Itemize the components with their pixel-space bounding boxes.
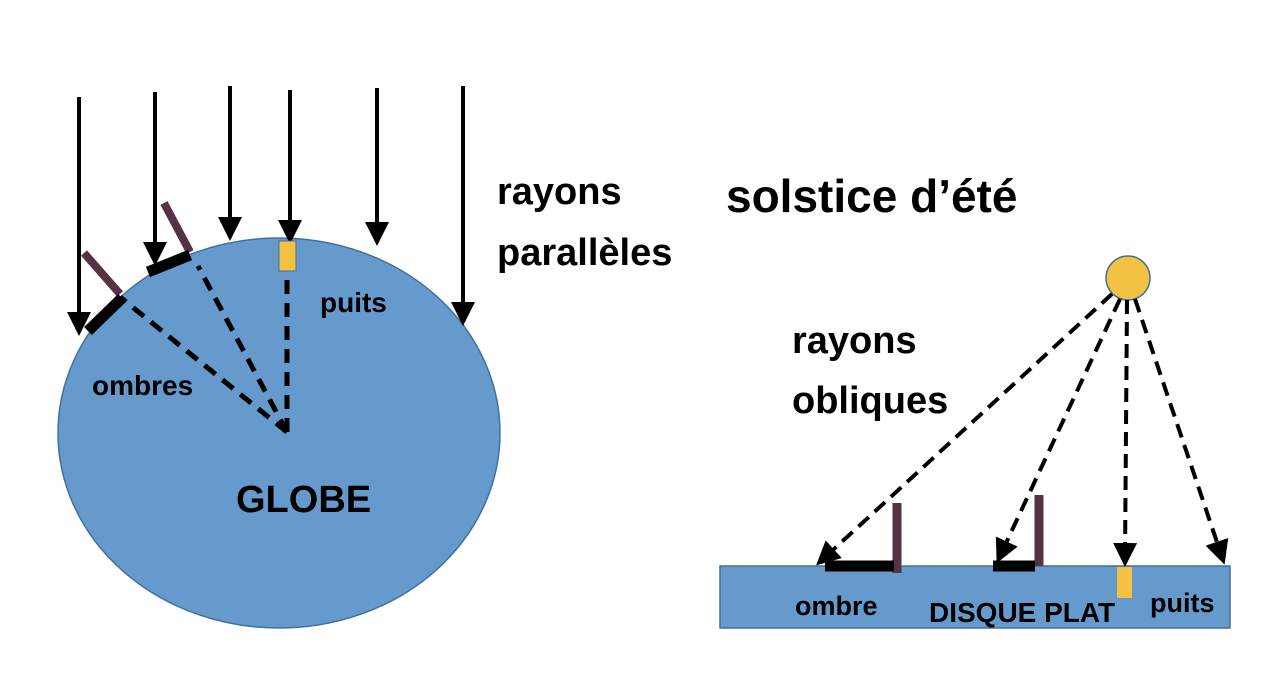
stick: [160, 201, 194, 254]
flat-disk: [719, 565, 1231, 629]
label-globe: GLOBE: [236, 479, 371, 521]
parallel-rays: [67, 86, 475, 336]
label-shadow-disk: ombre: [795, 591, 878, 621]
well-disk: [1117, 567, 1132, 598]
globe: [57, 237, 501, 629]
label-oblique-rays-1: rayons: [792, 320, 917, 362]
label-parallel-rays-2: parallèles: [497, 232, 672, 274]
oblique-rays: [816, 292, 1229, 567]
label-shadows: ombres: [92, 370, 193, 401]
label-disk: DISQUE PLAT: [929, 597, 1115, 628]
well-globe: [278, 240, 297, 272]
shadow: [145, 249, 193, 278]
label-oblique-rays-2: obliques: [792, 380, 948, 422]
shadow: [84, 294, 126, 335]
ray-arrow: [995, 298, 1122, 564]
sun-icon: [1105, 255, 1151, 301]
label-well-globe: puits: [320, 287, 387, 318]
ray-arrow: [1133, 298, 1229, 565]
label-parallel-rays-1: rayons: [497, 171, 622, 213]
globe-radii: [118, 264, 290, 434]
page-title: solstice d’été: [726, 170, 1017, 222]
stick: [80, 250, 124, 297]
ray-arrow: [1113, 299, 1138, 567]
label-well-disk: puits: [1150, 588, 1215, 618]
